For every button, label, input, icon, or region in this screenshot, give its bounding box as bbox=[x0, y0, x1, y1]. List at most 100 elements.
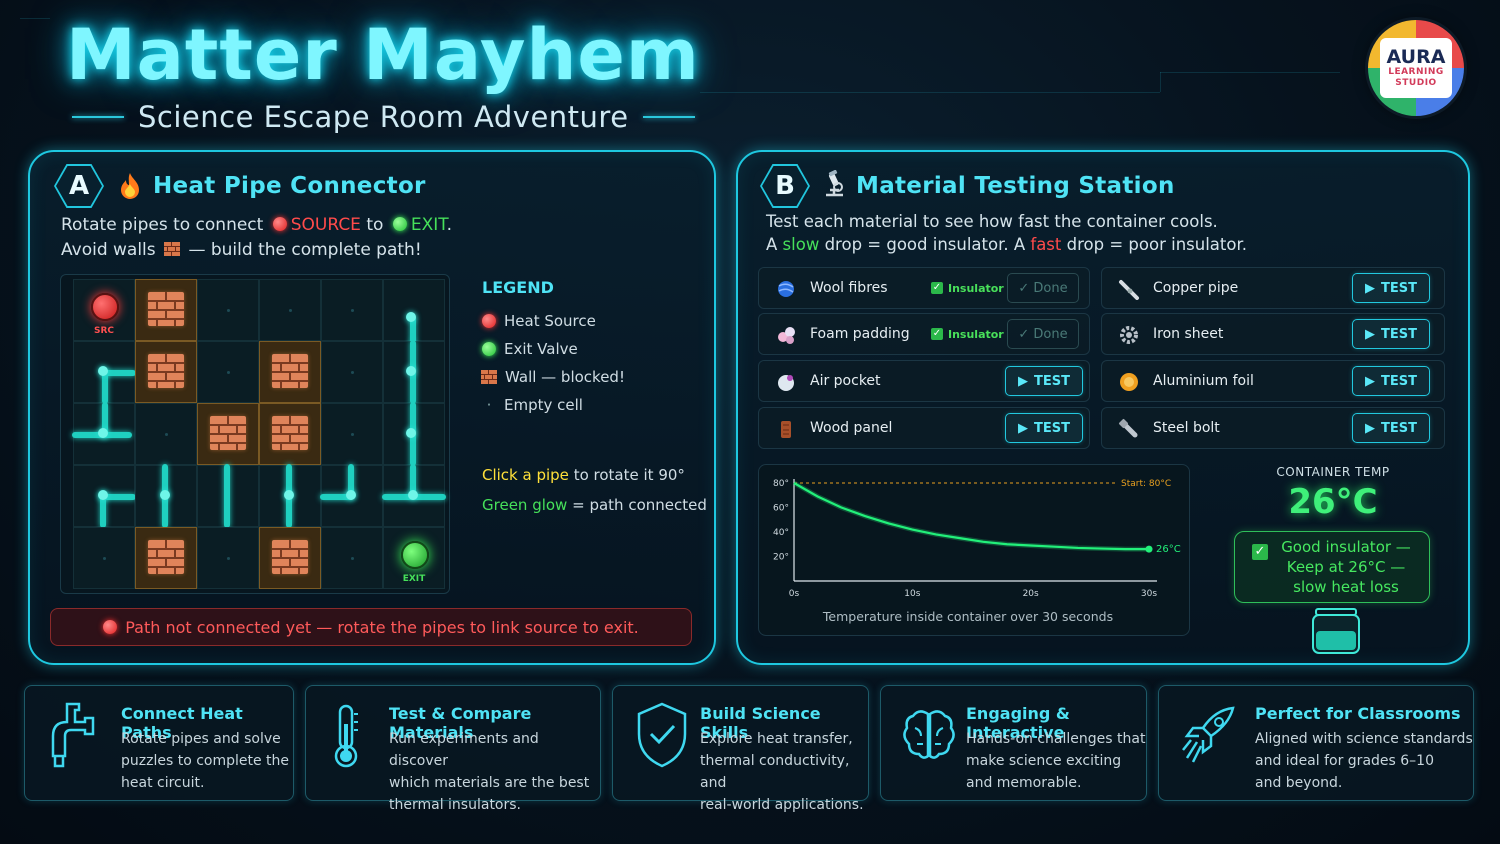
test-button[interactable]: ▶TEST bbox=[1005, 366, 1083, 396]
aura-logo: AURA LEARNING STUDIO bbox=[1368, 20, 1464, 116]
pipe-cell[interactable] bbox=[197, 464, 259, 528]
source-cell[interactable]: SRC bbox=[73, 279, 135, 341]
pipe-cell[interactable] bbox=[73, 465, 136, 528]
material-row: Steel bolt▶TEST bbox=[1101, 407, 1445, 449]
pipe-cell[interactable] bbox=[382, 464, 446, 527]
panel-b-title: Material Testing Station bbox=[856, 173, 1175, 199]
foam-padding-icon bbox=[778, 327, 795, 344]
empty-dot-icon: · bbox=[486, 396, 492, 414]
test-button[interactable]: ▶TEST bbox=[1352, 273, 1430, 303]
subtitle-rule-right bbox=[642, 116, 695, 118]
legend-label: Exit Valve bbox=[504, 340, 578, 358]
container-jar-icon bbox=[1312, 608, 1360, 654]
chart-caption: Temperature inside container over 30 sec… bbox=[822, 609, 1113, 624]
pipe-segment[interactable] bbox=[224, 464, 230, 528]
panel-a-instructions: Rotate pipes to connect SOURCE to EXIT. … bbox=[61, 213, 452, 263]
pipe-grid-board: SRC EXIT bbox=[60, 274, 450, 594]
pipe-cell[interactable] bbox=[383, 279, 445, 344]
pipe-segment[interactable] bbox=[320, 494, 354, 500]
material-name: Air pocket bbox=[810, 373, 881, 389]
test-button[interactable]: ▶TEST bbox=[1352, 366, 1430, 396]
tip-click-highlight: Click a pipe bbox=[482, 466, 569, 484]
pipe-joint bbox=[160, 490, 170, 500]
end-point bbox=[1145, 545, 1153, 553]
empty-dot bbox=[103, 557, 106, 560]
logo-sub-text: LEARNING bbox=[1388, 67, 1444, 78]
pipe-segment[interactable] bbox=[102, 370, 136, 376]
pipe-joint bbox=[98, 490, 108, 500]
logo-main-text: AURA bbox=[1386, 46, 1446, 69]
play-icon: ▶ bbox=[1365, 373, 1375, 389]
empty-cell bbox=[197, 527, 259, 589]
end-label: 26°C bbox=[1156, 544, 1181, 555]
panel-b-line-2: A slow drop = good insulator. A fast dro… bbox=[766, 233, 1247, 256]
feature-title: Build Science Skills bbox=[700, 704, 821, 742]
start-label: Start: 80°C bbox=[1121, 479, 1171, 489]
done-button: ✓ Done bbox=[1007, 319, 1079, 349]
feature-body-line: Run experiments and discover bbox=[389, 731, 539, 769]
feature-body: Explore heat transfer,thermal conductivi… bbox=[700, 728, 868, 816]
panel-b-instructions: Test each material to see how fast the c… bbox=[766, 210, 1247, 256]
legend-label: Heat Source bbox=[504, 312, 596, 330]
empty-cell bbox=[259, 279, 321, 341]
feature-body-line: Hands-on challenges that bbox=[966, 731, 1146, 747]
pipe-cell[interactable] bbox=[320, 464, 383, 527]
pipe-segment[interactable] bbox=[348, 464, 354, 498]
brick-wall-icon bbox=[272, 540, 308, 574]
fast-word: fast bbox=[1030, 235, 1062, 254]
wall-cell bbox=[135, 527, 197, 589]
pipe-segment[interactable] bbox=[102, 402, 108, 438]
feature-title: Test & Compare Materials bbox=[389, 704, 532, 742]
circuit-trace bbox=[700, 92, 1160, 93]
brick-wall-icon bbox=[210, 416, 246, 450]
feature-body-line: Explore heat transfer, bbox=[700, 731, 853, 747]
tip-click-text: to rotate it 90° bbox=[573, 466, 685, 484]
material-row: Wool fibres✓Insulator✓ Done bbox=[758, 267, 1090, 309]
empty-dot bbox=[351, 557, 354, 560]
play-icon: ▶ bbox=[1018, 420, 1028, 436]
pipe-cell[interactable] bbox=[135, 464, 197, 528]
empty-cell bbox=[197, 341, 259, 403]
legend-label: Empty cell bbox=[504, 396, 583, 414]
y-tick-label: 20° bbox=[773, 553, 789, 563]
pipe-cell[interactable] bbox=[259, 464, 321, 528]
pipe-cell[interactable] bbox=[72, 402, 135, 465]
brick-wall-icon bbox=[148, 354, 184, 388]
feature-body: Run experiments and discover which materi… bbox=[389, 728, 600, 816]
feature-body-line: make science exciting bbox=[966, 753, 1122, 769]
pipe-segment[interactable] bbox=[410, 316, 416, 344]
pipe-segment[interactable] bbox=[410, 464, 416, 494]
test-label: TEST bbox=[1034, 373, 1070, 389]
wall-cell bbox=[259, 403, 321, 465]
tip-glow-text: = path connected bbox=[572, 496, 707, 514]
thermometer-icon bbox=[326, 700, 366, 776]
panel-a-line-2: Avoid walls — build the complete path! bbox=[61, 238, 452, 263]
test-button[interactable]: ▶TEST bbox=[1005, 413, 1083, 443]
pipe-segment[interactable] bbox=[102, 370, 108, 404]
material-row: Aluminium foil▶TEST bbox=[1101, 360, 1445, 402]
feature-title: Connect Heat Paths bbox=[121, 704, 243, 742]
logo-sub-text-2: STUDIO bbox=[1395, 77, 1437, 88]
instruction-b: drop = good insulator. A bbox=[824, 235, 1026, 254]
wall-cell bbox=[197, 403, 259, 465]
pipe-segment[interactable] bbox=[100, 494, 136, 500]
feature-body-line: which materials are the best bbox=[389, 775, 590, 791]
test-button[interactable]: ▶TEST bbox=[1352, 413, 1430, 443]
source-dot-icon bbox=[272, 217, 287, 231]
exit-cell[interactable]: EXIT bbox=[383, 527, 445, 589]
pipe-cell[interactable] bbox=[383, 340, 445, 404]
pipe-cell[interactable] bbox=[383, 402, 445, 466]
panel-a-title: Heat Pipe Connector bbox=[153, 173, 426, 199]
pipe-segment[interactable] bbox=[100, 494, 106, 528]
empty-cell bbox=[321, 403, 383, 465]
brick-wall-icon bbox=[148, 292, 184, 326]
empty-dot bbox=[227, 371, 230, 374]
pipe-cell[interactable] bbox=[73, 341, 136, 404]
legend-title: LEGEND bbox=[482, 278, 554, 297]
empty-cell bbox=[73, 527, 135, 589]
test-button[interactable]: ▶TEST bbox=[1352, 319, 1430, 349]
